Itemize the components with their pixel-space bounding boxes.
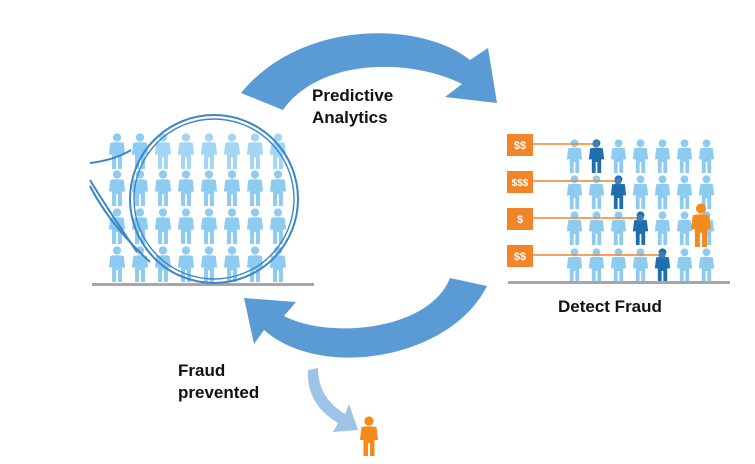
dollar-tag-icon: $ (507, 208, 644, 230)
person-icon (108, 133, 126, 169)
person-icon (632, 139, 649, 173)
predictive-label-line2: Analytics (312, 108, 388, 127)
money-tag-label: $$ (514, 140, 526, 152)
person-icon (154, 170, 172, 206)
person-icon (676, 175, 693, 209)
bottom-cycle-arrow (244, 278, 487, 358)
prevented-label-line1: Fraud (178, 361, 226, 380)
tag-connector-dot (592, 140, 600, 148)
dollar-tag-icon: $$ (507, 245, 666, 267)
money-tag-label: $$ (514, 251, 526, 263)
person-icon (610, 211, 627, 245)
person-icon (154, 133, 172, 169)
person-icon (246, 133, 264, 169)
tag-connector-dot (636, 214, 644, 222)
person-icon (632, 248, 649, 282)
money-tag-label: $ (517, 214, 523, 226)
fraud-prevented-label: Fraud prevented (178, 360, 259, 404)
dollar-tag-icon: $$ (507, 134, 600, 156)
person-icon (200, 170, 218, 206)
money-tag-label: $$$ (512, 178, 529, 189)
person-icon (200, 246, 218, 282)
person-icon (632, 175, 649, 209)
person-icon (223, 170, 241, 206)
person-icon (223, 133, 241, 169)
person-icon (588, 248, 605, 282)
person-icon (269, 170, 287, 206)
person-icon (223, 208, 241, 244)
person-icon (269, 246, 287, 282)
detect-fraud-text: Detect Fraud (558, 297, 662, 316)
person-icon (154, 208, 172, 244)
person-icon (610, 139, 627, 173)
right-ground-line (508, 281, 730, 284)
fall-arrow (307, 368, 358, 432)
tag-connector-dot (658, 251, 666, 259)
person-icon (566, 248, 583, 282)
prevented-label-line2: prevented (178, 383, 260, 402)
person-icon (654, 139, 671, 173)
left-crowd (108, 133, 287, 282)
person-icon (698, 248, 715, 282)
person-icon (566, 211, 583, 245)
person-icon (588, 211, 605, 245)
person-icon (676, 139, 693, 173)
person-icon (108, 170, 126, 206)
prevented-fraud-person-icon (360, 416, 378, 456)
person-icon (200, 208, 218, 244)
person-icon (108, 246, 126, 282)
dollar-tag-icon: $$$ (507, 171, 622, 193)
predictive-label-line1: Predictive (312, 86, 394, 105)
tag-connector-dot (614, 177, 622, 185)
person-icon (654, 175, 671, 209)
top-cycle-arrow (241, 33, 497, 111)
person-icon (246, 208, 264, 244)
person-icon (177, 170, 195, 206)
person-icon (177, 133, 195, 169)
detect-fraud-label: Detect Fraud (558, 296, 662, 318)
person-icon (654, 211, 671, 245)
left-ground-line (92, 283, 314, 286)
right-crowd (566, 139, 715, 282)
person-icon (200, 133, 218, 169)
money-tags: $$$$$$$$ (507, 134, 666, 267)
person-icon (610, 248, 627, 282)
person-icon (676, 248, 693, 282)
predictive-analytics-label: Predictive Analytics (312, 85, 393, 129)
person-icon (177, 208, 195, 244)
magnifier-lens-icon (89, 114, 299, 284)
person-icon (246, 170, 264, 206)
person-icon (698, 139, 715, 173)
person-icon (676, 211, 693, 245)
